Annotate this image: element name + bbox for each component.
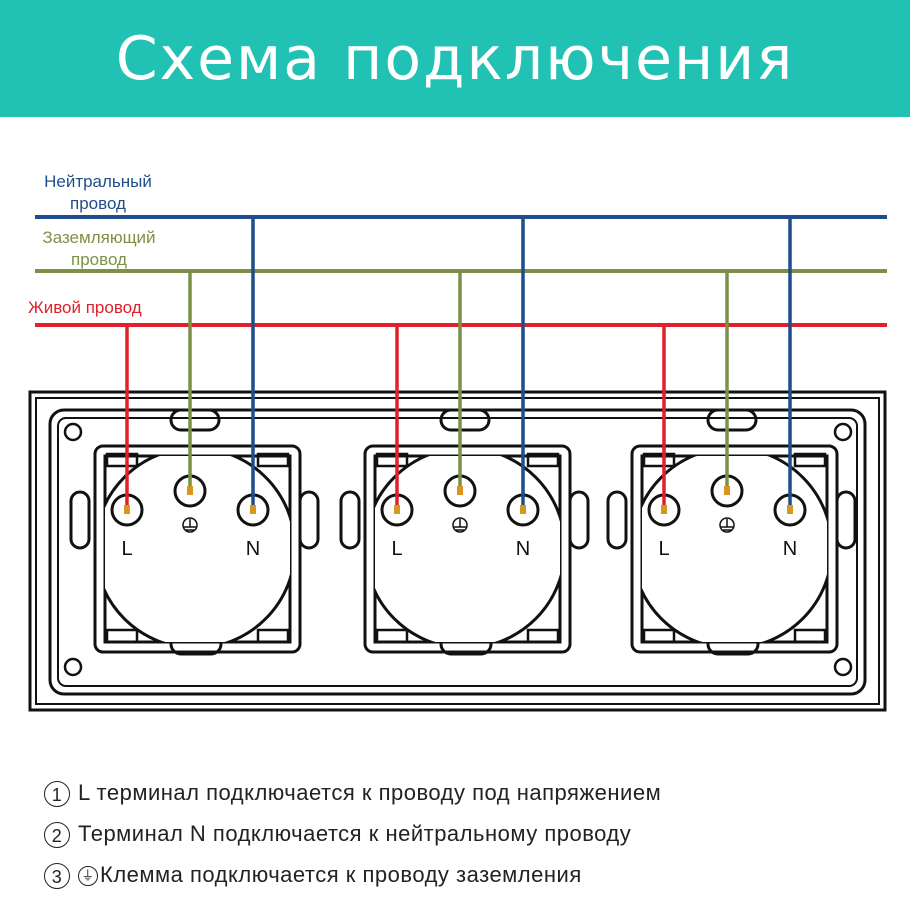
terminal-label-n: N xyxy=(516,538,530,560)
neutral-label-line2: провод xyxy=(70,194,126,213)
note-3: 3 ⏚Клемма подключается к проводу заземлен… xyxy=(44,854,661,895)
terminal-screw-icon xyxy=(724,486,730,495)
note-text: Клемма подключается к проводу заземления xyxy=(100,862,582,887)
terminal-screw-icon xyxy=(661,505,667,514)
terminal-screw-icon xyxy=(250,505,256,514)
terminal-screw-icon xyxy=(124,505,130,514)
live-wire-label: Живой провод xyxy=(28,298,142,317)
page-title: Схема подключения xyxy=(115,23,795,94)
ground-symbol-icon: ⏚ xyxy=(78,866,98,887)
header-banner: Схема подключения xyxy=(0,0,910,117)
notes-list: 1 L терминал подключается к проводу под н… xyxy=(44,772,661,895)
note-number: 1 xyxy=(44,781,70,808)
ground-wire-label: Заземляющий провод xyxy=(26,227,172,271)
socket-2 xyxy=(341,410,588,654)
outer-plate xyxy=(28,390,887,712)
ground-label-line1: Заземляющий xyxy=(42,228,156,247)
ground-label-line2: провод xyxy=(71,250,127,269)
note-text: L терминал подключается к проводу под на… xyxy=(78,780,662,805)
terminal-screw-icon xyxy=(520,505,526,514)
note-2: 2 Терминал N подключается к нейтральному … xyxy=(44,813,661,854)
socket-1 xyxy=(71,410,318,654)
terminal-label-n: N xyxy=(246,538,260,560)
terminal-label-l: L xyxy=(658,538,669,560)
terminal-screw-icon xyxy=(457,486,463,495)
terminal-screw-icon xyxy=(187,486,193,495)
terminal-label-n: N xyxy=(783,538,797,560)
neutral-label-line1: Нейтральный xyxy=(44,172,152,191)
note-1: 1 L терминал подключается к проводу под н… xyxy=(44,772,661,813)
note-number: 3 xyxy=(44,863,70,890)
note-number: 2 xyxy=(44,822,70,849)
terminal-label-l: L xyxy=(391,538,402,560)
socket-3 xyxy=(608,410,855,654)
terminal-label-l: L xyxy=(121,538,132,560)
note-text: Терминал N подключается к нейтральному п… xyxy=(78,821,632,846)
terminal-screw-icon xyxy=(394,505,400,514)
terminal-screw-icon xyxy=(787,505,793,514)
neutral-wire-label: Нейтральный провод xyxy=(28,171,168,215)
